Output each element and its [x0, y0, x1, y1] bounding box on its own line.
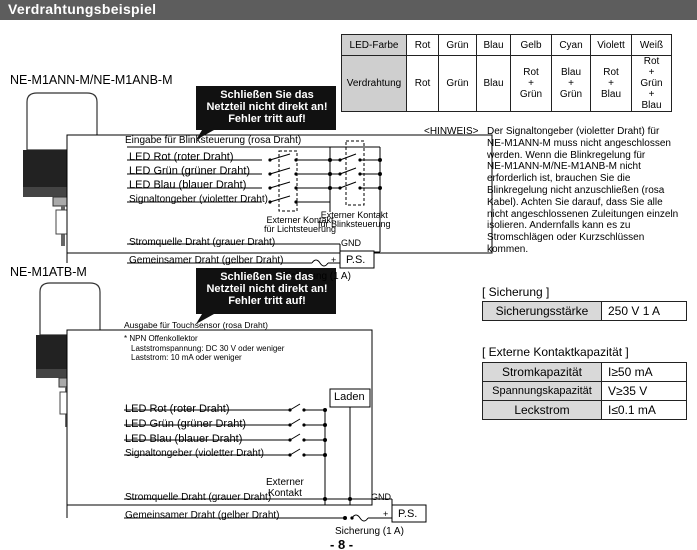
- circuit-2: [66, 329, 427, 523]
- contact-light-label: Externer Kontakt für Lichtsteuerung: [264, 216, 336, 234]
- contact-line: Externer Kontakt: [266, 215, 334, 225]
- wire-label: Signaltongeber (violetter Draht): [129, 194, 268, 205]
- load-label: Laden: [334, 391, 365, 403]
- contact-line: für Lichtsteuerung: [264, 224, 337, 234]
- note-line: Kabel). Achten Sie darauf, dass Sie alle: [487, 196, 663, 208]
- warning-line: Netzteil nicht direkt an!: [206, 283, 328, 295]
- wire-label: LED Rot (roter Draht): [125, 403, 230, 415]
- contact-value: I≥50 mA: [601, 362, 687, 382]
- contact-line: Externer Kontakt: [320, 210, 388, 220]
- wiring-cell: Rot+Blau: [590, 55, 632, 112]
- warning-text-1: Schließen Sie das Netzteil nicht direkt …: [200, 89, 334, 125]
- warning-line: Schließen Sie das: [220, 271, 314, 283]
- section-title: Verdrahtungsbeispiel: [8, 1, 157, 17]
- warning-line: Netzteil nicht direkt an!: [206, 101, 328, 113]
- npn-line: Laststrom: 10 mA oder weniger: [131, 353, 242, 362]
- wiring-cell: Blau+Grün: [551, 55, 591, 112]
- note-line: kommen.: [487, 243, 529, 255]
- fuse-label: Sicherung (1 A): [335, 526, 404, 537]
- power-wire-label: Stromquelle Draht (grauer Draht): [125, 492, 272, 503]
- led-color-cell: Weiß: [631, 34, 672, 56]
- wiring-cell: Grün: [438, 55, 477, 112]
- led-color-table: LED-Farbe Rot Grün Blau Gelb Cyan Violet…: [341, 34, 672, 112]
- section-header-bar: Verdrahtungsbeispiel: [0, 0, 697, 20]
- fuse-table: Sicherungsstärke 250 V 1 A: [482, 301, 687, 321]
- npn-line: Laststromspannung: DC 30 V oder weniger: [131, 343, 285, 353]
- contact-key: Stromkapazität: [482, 362, 602, 382]
- fuse-label: Sicherung (1 A): [282, 271, 351, 282]
- ps-label: P.S.: [398, 508, 418, 520]
- wire-label: LED Blau (blauer Draht): [125, 433, 243, 445]
- wire-label: Signaltongeber (violetter Draht): [125, 448, 264, 459]
- input-label: Eingabe für Blinksteuerung (rosa Draht): [125, 135, 302, 146]
- note-text: Der Signaltongeber (violetter Draht) für…: [487, 126, 697, 256]
- common-wire-label: Gemeinsamer Draht (gelber Draht): [129, 255, 284, 266]
- warning-bubble-2: [196, 268, 336, 324]
- note-line: erforderlich ist, brauchen Sie die: [487, 173, 631, 185]
- plus-label: +: [383, 509, 389, 519]
- warning-line: Fehler tritt auf!: [228, 295, 306, 307]
- warning-bubble-1: [196, 86, 336, 140]
- circuit-1: [66, 134, 493, 269]
- fuse-key: Sicherungsstärke: [482, 301, 602, 321]
- plus-label: +: [331, 255, 337, 265]
- fuse-value: 250 V 1 A: [601, 301, 687, 321]
- note-line: isolieren. Andernfalls kann es zu: [487, 220, 631, 232]
- contact-line: Externer: [266, 477, 304, 488]
- note-line: werden. Wenn die Blinkregelung für: [487, 149, 646, 161]
- model-label-1: NE-M1ANN-M/NE-M1ANB-M: [10, 73, 173, 87]
- wiring-header: Verdrahtung: [341, 55, 407, 112]
- contact-table: Stromkapazität I≥50 mA Spannungskapazitä…: [482, 362, 687, 420]
- gnd-label: GND: [341, 238, 361, 248]
- output-label: Ausgabe für Touchsensor (rosa Draht): [124, 320, 268, 330]
- note-tag: <HINWEIS>: [424, 126, 479, 137]
- contact-line: für Blinksteuerung: [318, 219, 391, 229]
- power-wire-label: Stromquelle Draht (grauer Draht): [129, 237, 276, 248]
- wire-label: LED Blau (blauer Draht): [129, 179, 247, 191]
- note-line: nicht angeschlossenen Zuleitungen einzel…: [487, 208, 679, 220]
- fuse-table-title: [ Sicherung ]: [482, 285, 550, 299]
- wiring-cell: Blau: [476, 55, 511, 112]
- contact-blink-label: Externer Kontakt für Blinksteuerung: [318, 211, 391, 229]
- note-line: Der Signaltongeber (violetter Draht) für: [487, 126, 660, 137]
- contact-table-title: [ Externe Kontaktkapazität ]: [482, 345, 629, 359]
- wire-label: LED Grün (grüner Draht): [125, 418, 247, 430]
- wire-label: LED Rot (roter Draht): [129, 151, 234, 163]
- gnd-label: GND: [371, 492, 391, 502]
- warning-line: Schließen Sie das: [220, 89, 314, 101]
- junction-dots-2: [288, 408, 354, 520]
- wiring-cell: Rot+Grün+Blau: [631, 55, 672, 112]
- contact-value: V≥35 V: [601, 381, 687, 401]
- junction-dots-1: [268, 158, 382, 204]
- contact-key: Spannungskapazität: [482, 381, 602, 401]
- npn-line: * NPN Offenkollektor: [124, 334, 198, 343]
- note-line: NE-M1ANN-M/NE-M1ANB-M nicht: [487, 161, 641, 173]
- warning-text-2: Schließen Sie das Netzteil nicht direkt …: [200, 271, 334, 307]
- page-number: - 8 -: [330, 537, 354, 550]
- warning-line: Fehler tritt auf!: [228, 113, 306, 125]
- note-line: NE-M1ANN-M muss nicht angeschlossen: [487, 137, 671, 149]
- contact-value: I≤0.1 mA: [601, 400, 687, 420]
- contact-key: Leckstrom: [482, 400, 602, 420]
- contact-line: Kontakt: [267, 488, 302, 499]
- wire-label: LED Grün (grüner Draht): [129, 165, 251, 177]
- ps-label: P.S.: [346, 254, 366, 266]
- wiring-cell: Rot+Grün: [510, 55, 552, 112]
- model-label-2: NE-M1ATB-M: [10, 265, 87, 279]
- common-wire-label: Gemeinsamer Draht (gelber Draht): [125, 510, 280, 521]
- note-line: Stromschlägen oder Kurzschlüssen: [487, 232, 645, 244]
- contact-label: Externer Kontakt: [266, 477, 304, 499]
- led-color-header: LED-Farbe: [341, 34, 407, 56]
- note-line: Blinkregelung nicht anzuschließen (rosa: [487, 184, 665, 196]
- npn-spec: * NPN Offenkollektor Laststromspannung: …: [124, 334, 284, 363]
